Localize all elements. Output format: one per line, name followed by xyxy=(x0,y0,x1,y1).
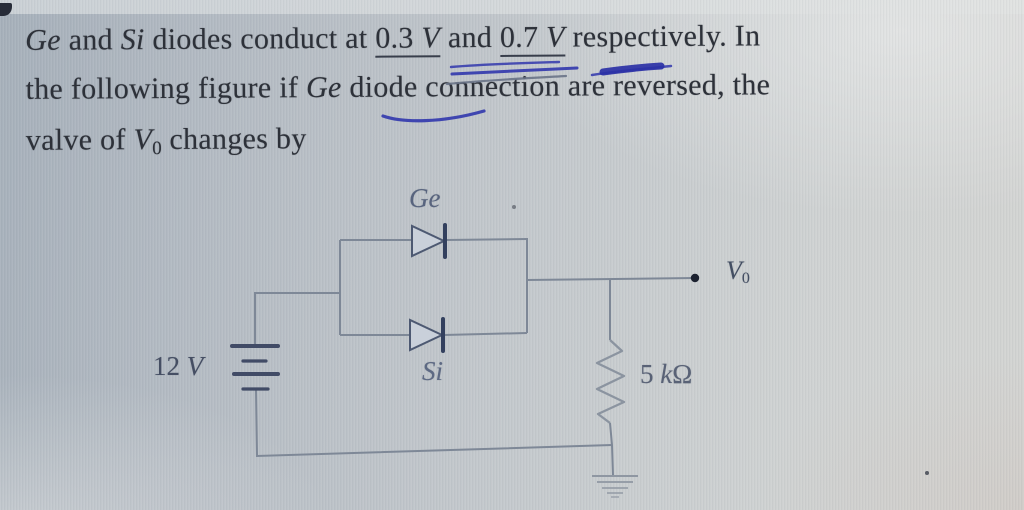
pencil-stroke-over-diode xyxy=(445,74,568,86)
si-diode-symbol xyxy=(409,317,445,353)
circuit-wires xyxy=(254,238,696,476)
wire-bottom-return xyxy=(255,389,613,458)
battery-voltage-value: 12 xyxy=(153,351,187,381)
output-voltage-label: V0 xyxy=(726,256,750,288)
vo-subscript: 0 xyxy=(741,270,750,287)
si-diode-label: Si xyxy=(422,356,444,386)
dust-speck xyxy=(512,205,516,209)
dust-speck xyxy=(925,471,929,475)
volt-symbol: V xyxy=(186,351,204,381)
wire-top-branch-right xyxy=(445,238,528,241)
pen-underline-03v-2 xyxy=(450,66,579,76)
ground-icon xyxy=(592,475,638,498)
resistor-symbol xyxy=(595,339,626,424)
kilo-symbol: k xyxy=(660,359,673,389)
wire-bottom-branch-right xyxy=(443,332,528,336)
photo-top-light-band xyxy=(0,0,1024,14)
pen-underline-07v-thick xyxy=(599,62,665,76)
pen-underline-diode-curve xyxy=(381,109,486,123)
wire-battery-to-bus xyxy=(254,292,340,346)
resistor-value: 5 xyxy=(640,359,661,389)
ohm-symbol: Ω xyxy=(672,359,693,389)
diode-triangle xyxy=(409,318,445,352)
diode-triangle xyxy=(411,224,447,258)
ge-diode-symbol xyxy=(411,223,447,259)
battery-voltage-label: 12 V xyxy=(153,351,203,382)
pen-underline-03v-1 xyxy=(449,60,561,69)
battery-symbol xyxy=(230,344,280,391)
pen-annotations xyxy=(381,60,673,123)
wire-resistor-bottom-stem xyxy=(609,422,614,476)
output-node-dot xyxy=(690,273,700,283)
resistor-value-label: 5 kΩ xyxy=(640,359,692,390)
corner-dark-mark xyxy=(0,3,12,16)
vo-symbol: V xyxy=(726,256,742,285)
ge-diode-label: Ge xyxy=(409,183,441,213)
